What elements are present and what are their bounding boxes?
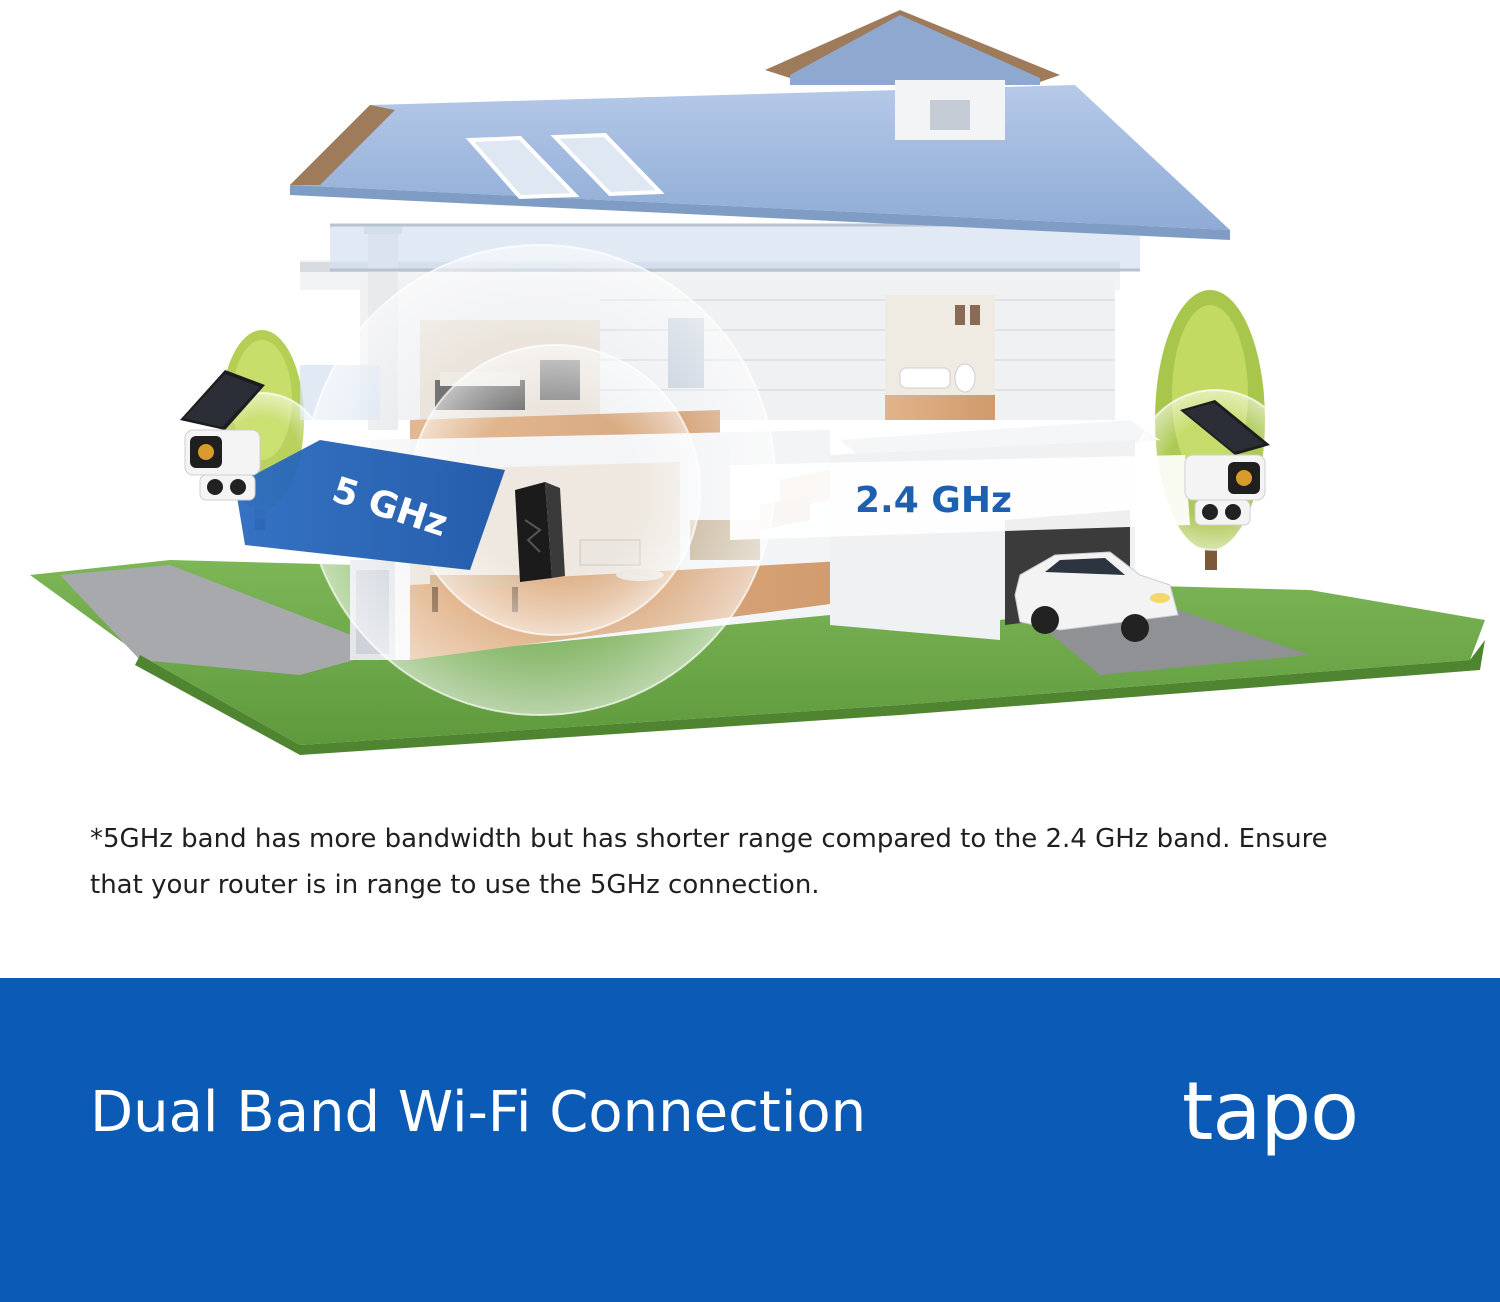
- band-24ghz-beam: 2.4 GHz: [730, 455, 1190, 540]
- footnote-line-2: that your router is in range to use the …: [90, 870, 820, 900]
- router-icon: [515, 482, 565, 582]
- skylight: [465, 132, 665, 200]
- house-illustration: 5 GHz 2.4 GHz: [30, 10, 1485, 755]
- band-5ghz-beam: 5 GHz: [235, 440, 505, 570]
- solar-camera-icon: [1180, 400, 1270, 526]
- tapo-logo: tapo: [1182, 1065, 1359, 1158]
- footnote: *5GHz band has more bandwidth but has sh…: [90, 816, 1420, 908]
- roof: [290, 10, 1230, 240]
- footnote-line-1: *5GHz band has more bandwidth but has sh…: [90, 824, 1328, 854]
- solar-camera-icon: [180, 370, 265, 501]
- band-24ghz-label: 2.4 GHz: [855, 480, 1012, 521]
- feature-banner: Dual Band Wi-Fi Connection tapo: [0, 978, 1500, 1302]
- banner-title: Dual Band Wi-Fi Connection: [90, 1080, 867, 1145]
- car-icon: [1014, 551, 1179, 642]
